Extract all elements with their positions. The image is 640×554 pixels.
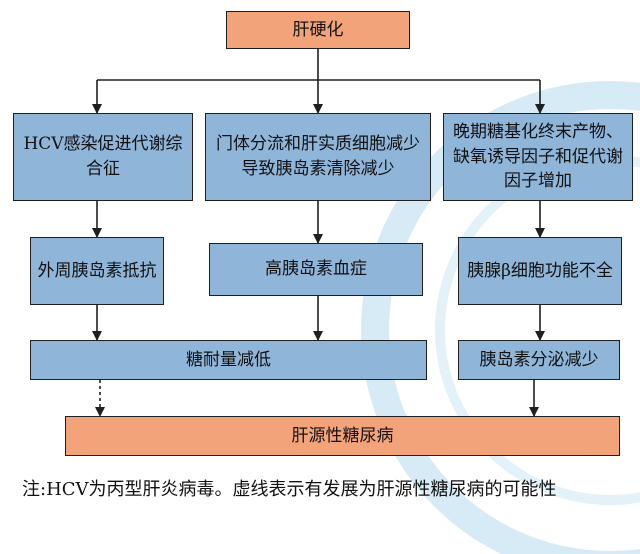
node-reduced-insulin-secretion: 胰岛素分泌减少 (458, 340, 620, 380)
node-beta-cell-dysfunction: 胰腺β细胞功能不全 (458, 237, 622, 305)
node-hcv-metabolic-syndrome-label: HCV感染促进代谢综合征 (23, 134, 183, 179)
node-impaired-glucose-tolerance-label: 糖耐量减低 (186, 349, 271, 370)
node-hepatogenous-diabetes: 肝源性糖尿病 (65, 416, 620, 456)
node-hyperinsulinemia: 高胰岛素血症 (209, 243, 423, 296)
node-beta-cell-dysfunction-label: 胰腺β细胞功能不全 (467, 260, 613, 281)
node-liver-cirrhosis-label: 肝硬化 (292, 19, 344, 40)
node-ages-hypoxia-factors: 晚期糖基化终末产物、缺氧诱导因子和促代谢因子增加 (443, 113, 633, 201)
node-reduced-insulin-secretion-label: 胰岛素分泌减少 (479, 349, 599, 370)
node-impaired-glucose-tolerance: 糖耐量减低 (30, 340, 427, 380)
node-portal-shunt-insulin-clearance-label: 门体分流和肝实质细胞减少导致胰岛素清除减少 (216, 134, 420, 179)
node-hyperinsulinemia-label: 高胰岛素血症 (265, 259, 367, 280)
node-portal-shunt-insulin-clearance: 门体分流和肝实质细胞减少导致胰岛素清除减少 (205, 113, 431, 201)
node-hcv-metabolic-syndrome: HCV感染促进代谢综合征 (13, 113, 193, 201)
node-peripheral-insulin-resistance: 外周胰岛素抵抗 (30, 237, 164, 305)
node-liver-cirrhosis: 肝硬化 (226, 11, 410, 49)
node-ages-hypoxia-factors-label: 晚期糖基化终末产物、缺氧诱导因子和促代谢因子增加 (453, 122, 623, 192)
node-hepatogenous-diabetes-label: 肝源性糖尿病 (291, 425, 394, 446)
footnote: 注:HCV为丙型肝炎病毒。虚线表示有发展为肝源性糖尿病的可能性 (22, 479, 557, 500)
node-peripheral-insulin-resistance-label: 外周胰岛素抵抗 (37, 260, 157, 281)
